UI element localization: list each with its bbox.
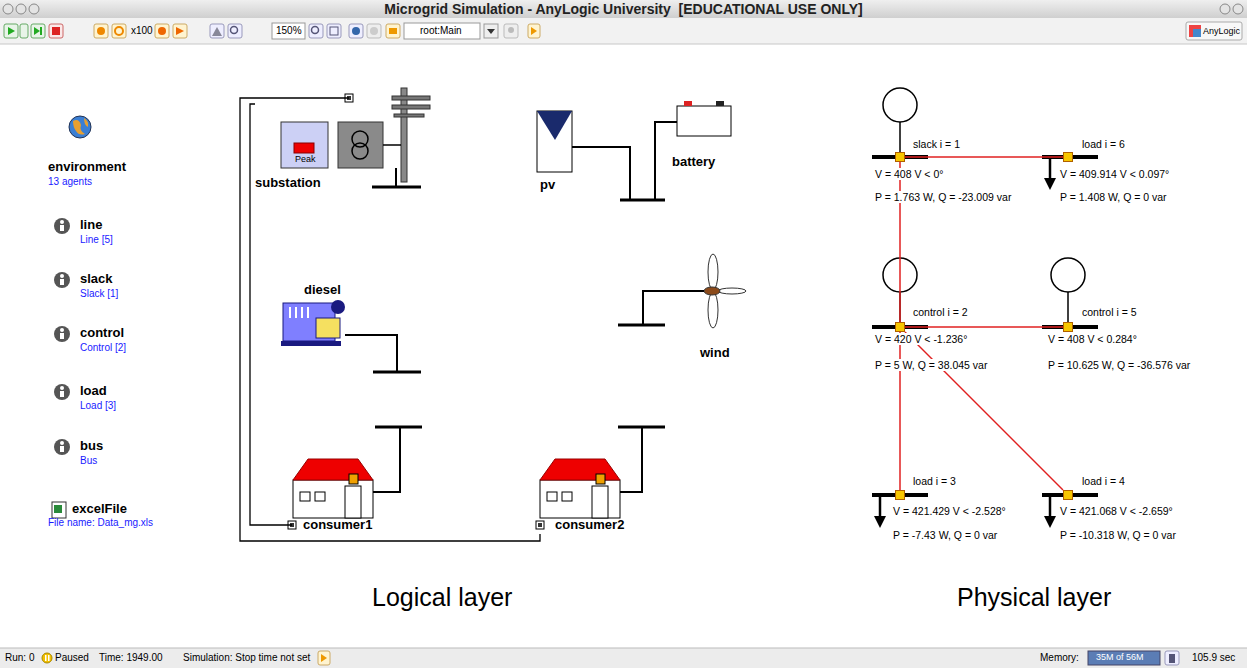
layer-caption: Physical layer: [957, 583, 1111, 612]
power-line: [905, 326, 1063, 328]
toolbar-border: [0, 44, 1247, 45]
agent-name: battery: [672, 155, 715, 170]
status-text: 105.9 sec: [1192, 652, 1235, 664]
power-line: [899, 332, 901, 490]
bus-reading: P = 10.625 W, Q = -36.576 var: [1047, 359, 1191, 371]
agent-name: diesel: [304, 283, 341, 298]
agent-name: consumer1: [303, 518, 372, 533]
bus-reading: load i = 6: [1081, 138, 1126, 150]
logo-button: AnyLogic: [1203, 26, 1240, 36]
memory-value: 35M of 56M: [1096, 652, 1144, 662]
bus-reading: load i = 4: [1081, 475, 1126, 487]
wind-symbol: [618, 254, 746, 328]
agent-count: Load [3]: [80, 400, 116, 412]
status-icons: [42, 651, 1179, 665]
status-text: Paused: [55, 652, 89, 664]
agent-name: wind: [700, 346, 730, 361]
file-name: File name: Data_mg.xls: [48, 517, 153, 529]
status-text: Run: 0: [5, 652, 34, 664]
bus-reading: V = 409.914 V < 0.097°: [1059, 168, 1170, 180]
agent-name: line: [80, 218, 102, 233]
pv-node: pv: [530, 108, 582, 198]
status-text: Simulation: Stop time not set: [183, 652, 310, 664]
agent-count: Bus: [80, 455, 97, 467]
bus-reading: V = 420 V < -1.236°: [874, 333, 968, 345]
substation-node: Peak substation: [255, 98, 395, 196]
power-line: [905, 156, 1063, 158]
battery-node: battery: [665, 98, 745, 176]
bus-reading: V = 408 V < 0.284°: [1047, 333, 1138, 345]
bus-reading: P = 1.408 W, Q = 0 var: [1059, 191, 1168, 203]
bus-reading: P = -10.318 W, Q = 0 var: [1059, 529, 1177, 541]
bus-reading: P = 1.763 W, Q = -23.009 var: [874, 191, 1012, 203]
zoom-value: 150%: [276, 25, 302, 37]
power-line: [899, 162, 901, 322]
window-title: Microgrid Simulation - AnyLogic Universi…: [0, 1, 1247, 17]
consumer-node: consumer2: [538, 452, 638, 534]
agent-name: load: [80, 384, 107, 399]
bus-node: slack i = 1V = 408 V < 0°P = 1.763 W, Q …: [895, 152, 905, 162]
consumer-node: consumer1: [292, 452, 392, 538]
bus-symbols: [872, 88, 1098, 528]
agent-name: environment: [48, 160, 126, 175]
comm-link: [250, 104, 292, 525]
bus-reading: P = -7.43 W, Q = 0 var: [892, 529, 998, 541]
bus-node: load i = 4V = 421.068 V < -2.659°P = -10…: [1063, 490, 1073, 500]
power-line: [905, 332, 1063, 490]
agent-count: Control [2]: [80, 342, 126, 354]
bus-node: load i = 6V = 409.914 V < 0.097°P = 1.40…: [1063, 152, 1073, 162]
layer-caption: Logical layer: [372, 583, 512, 612]
agent-count: Slack [1]: [80, 288, 118, 300]
agent-count: 13 agents: [48, 176, 92, 188]
agent-name: slack: [80, 272, 113, 287]
wind-node: wind: [690, 250, 752, 364]
agent-count: Line [5]: [80, 234, 113, 246]
bus-reading: control i = 2: [912, 306, 969, 318]
title-bar: [0, 0, 1247, 18]
consumer-symbols: [288, 94, 665, 529]
diesel-node: diesel: [278, 282, 350, 348]
bus-reading: load i = 3: [912, 475, 957, 487]
bus-reading: V = 421.068 V < -2.659°: [1059, 505, 1174, 517]
toolbar: [0, 18, 1247, 44]
pv-battery-symbol: [537, 101, 731, 200]
toolbar-text: x100: [131, 25, 153, 37]
view-selector: root:Main: [420, 25, 462, 37]
agent-name: substation: [255, 176, 321, 191]
bus-reading: V = 421.429 V < -2.528°: [892, 505, 1007, 517]
bus-node: control i = 2V = 420 V < -1.236°P = 5 W,…: [895, 322, 905, 332]
status-text: Memory:: [1040, 652, 1079, 664]
toolbar-icons: [4, 22, 1242, 40]
bus-node: load i = 3V = 421.429 V < -2.528°P = -7.…: [895, 490, 905, 500]
diesel-symbol: [281, 300, 421, 372]
status-border: [0, 648, 1247, 649]
status-bar: [0, 648, 1247, 668]
agent-name: control: [80, 326, 124, 341]
bus-reading: control i = 5: [1081, 306, 1138, 318]
bus-reading: V = 408 V < 0°: [874, 168, 944, 180]
bus-reading: P = 5 W, Q = 38.045 var: [874, 359, 988, 371]
agent-name: bus: [80, 439, 103, 454]
status-text: Time: 1949.00: [99, 652, 163, 664]
agent-name: Peak: [295, 154, 316, 164]
bus-node: control i = 5V = 408 V < 0.284°P = 10.62…: [1063, 322, 1073, 332]
agent-name: consumer2: [555, 518, 624, 533]
substation-symbol: [281, 88, 430, 187]
agent-name: pv: [540, 178, 555, 193]
agent-name: excelFile: [72, 502, 127, 517]
bus-reading: slack i = 1: [912, 138, 961, 150]
comm-link: [240, 98, 540, 541]
